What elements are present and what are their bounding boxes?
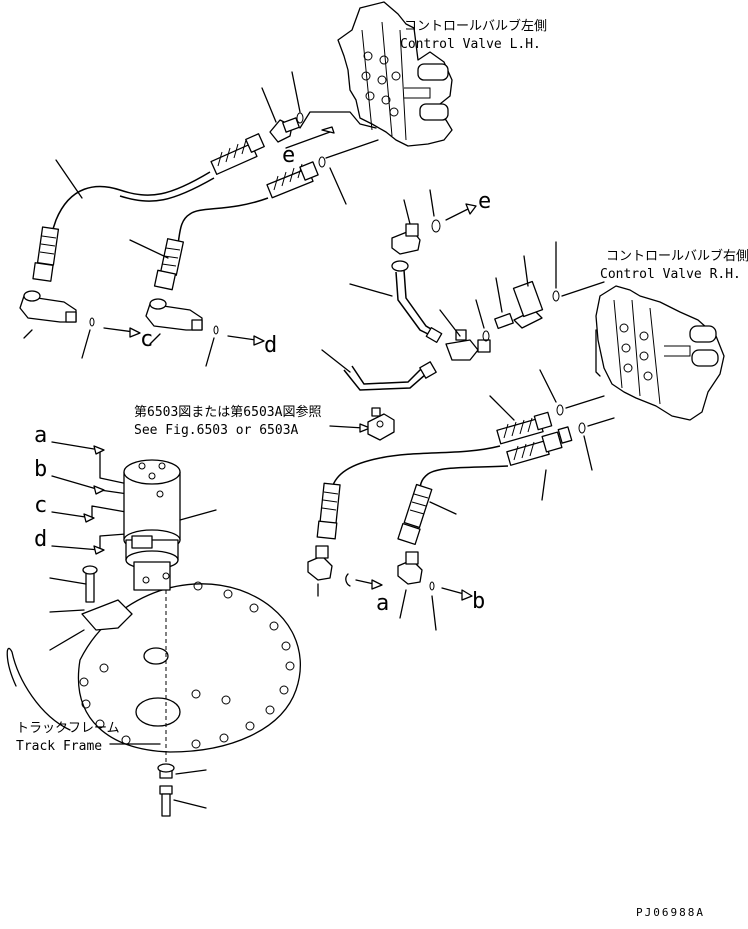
o-ring-lh-2 xyxy=(318,156,326,168)
hose-end-lower-right xyxy=(153,238,185,291)
arrow-a xyxy=(371,579,383,590)
elbow-fitting-e xyxy=(391,223,421,255)
connector-fitting xyxy=(494,312,514,330)
hose-end-rh-lower xyxy=(506,426,573,466)
hose-end-rh-left xyxy=(316,482,341,540)
drawing-code: PJ06988A xyxy=(636,906,705,919)
swivel-joint-fitting xyxy=(367,407,395,441)
hose-end-upper-left xyxy=(210,133,265,175)
hose-end-lower-left xyxy=(32,226,60,282)
letter-d-left: d xyxy=(34,527,47,552)
track-frame-plate xyxy=(77,581,301,753)
elbow-fitting-a xyxy=(307,545,333,581)
letter-e-upper: e xyxy=(282,143,295,168)
arrow-d xyxy=(253,335,265,346)
letter-e-right: e xyxy=(478,189,491,214)
letter-a-left: a xyxy=(34,423,47,448)
letter-b-right: b xyxy=(472,589,485,614)
elbow-fitting-c xyxy=(19,290,77,323)
leader-hose-lh-1 xyxy=(55,159,83,199)
o-ring-e xyxy=(431,219,441,233)
ref-en-label: See Fig.6503 or 6503A xyxy=(134,423,299,438)
bent-tube-lower xyxy=(343,361,437,391)
control-valve-rh xyxy=(595,285,725,421)
control-valve-lh xyxy=(337,1,453,147)
letter-c-upper: c xyxy=(140,327,153,352)
stopper-plate xyxy=(81,565,133,631)
tee-fitting xyxy=(445,329,491,361)
arrow-ref xyxy=(359,423,371,433)
swivel-joint-body xyxy=(123,459,181,591)
track-frame-jp-label: トラックフレーム xyxy=(16,721,120,736)
arrow-c xyxy=(129,327,141,338)
arrow-e-to-valve xyxy=(321,126,335,134)
letter-b-left: b xyxy=(34,457,47,482)
arrow-e xyxy=(465,203,477,215)
valve-rh-en-label: Control Valve R.H. xyxy=(600,267,741,282)
letter-d-upper: d xyxy=(264,333,277,358)
elbow-fitting-b xyxy=(397,551,423,585)
bolt-bottom xyxy=(157,763,175,817)
bent-tube-upper xyxy=(391,260,443,343)
o-ring-lh-1 xyxy=(296,112,304,124)
hose-end-upper-right xyxy=(266,161,319,199)
hose-end-rh-upper xyxy=(496,411,553,445)
arrow-b xyxy=(461,589,473,601)
hose-end-rh-right xyxy=(397,483,433,546)
valve-lh-en-label: Control Valve L.H. xyxy=(400,37,541,52)
ref-jp-label: 第6503図または第6503A図参照 xyxy=(134,404,321,420)
adapter-fitting-lh xyxy=(269,117,300,143)
valve-lh-jp-label: コントロールバルブ左側 xyxy=(404,18,547,34)
elbow-fitting-d xyxy=(145,298,203,331)
letter-c-left: c xyxy=(34,493,47,518)
leader-valve-lh-port xyxy=(299,111,377,129)
track-frame-en-label: Track Frame xyxy=(16,739,102,754)
check-valve-fitting xyxy=(512,280,544,329)
valve-rh-jp-label: コントロールバルブ右側 xyxy=(606,248,748,264)
letter-a-right: a xyxy=(376,591,389,616)
